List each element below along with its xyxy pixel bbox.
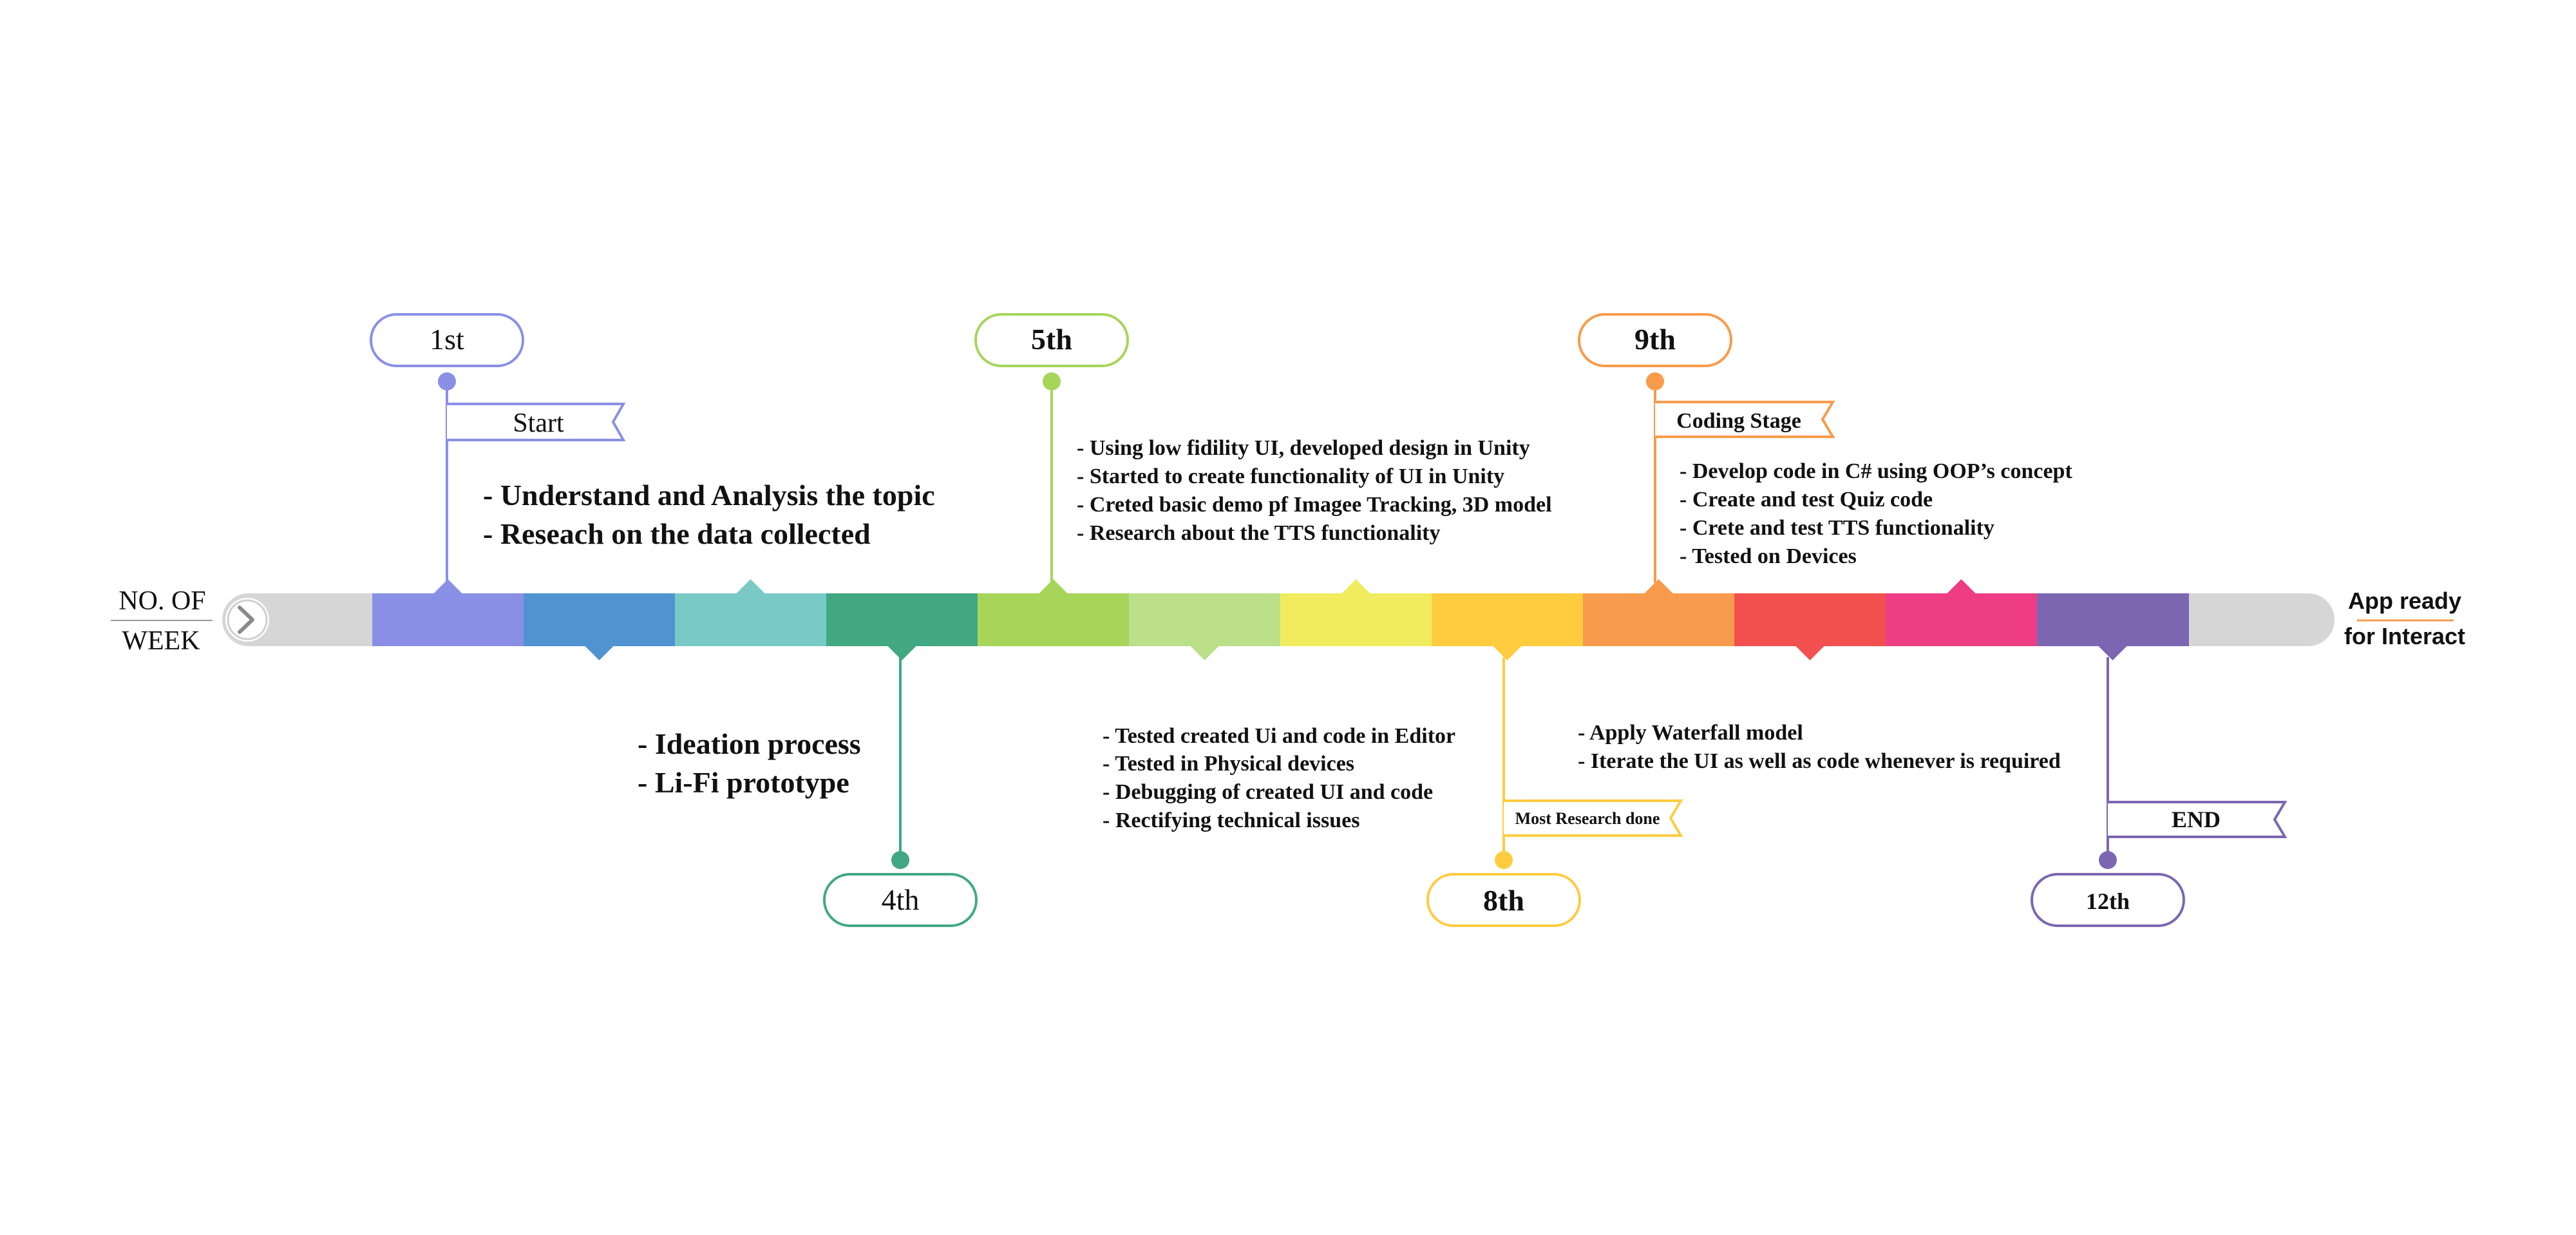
- note-line: - Ideation process: [638, 727, 861, 760]
- note-line: - Create and test Quiz code: [1680, 488, 1933, 512]
- segment-tick: [2098, 646, 2127, 660]
- week12-label: 12th: [2086, 888, 2130, 914]
- week9-flag-text: Coding Stage: [1676, 409, 1801, 433]
- right-label-line1: App ready: [2348, 588, 2461, 614]
- week8-label: 8th: [1483, 884, 1524, 917]
- week-segment: [1886, 593, 2038, 646]
- segment-tick: [1341, 579, 1370, 593]
- week-segment: [1583, 593, 1735, 646]
- segment-tick: [736, 579, 765, 593]
- note-line: - Crete and test TTS functionality: [1680, 516, 1994, 540]
- week-segment: [1280, 593, 1432, 646]
- week-segment: [1734, 593, 1886, 646]
- note-line: - Started to create functionality of UI …: [1077, 464, 1504, 488]
- notes-week4: - Ideation process - Li-Fi prototype: [638, 727, 861, 799]
- week4-dot: [891, 851, 909, 869]
- left-label-line1: NO. OF: [118, 586, 205, 616]
- segment-tick: [1947, 579, 1976, 593]
- week-segment: [1129, 593, 1281, 646]
- right-label-line2: for Interact: [2344, 623, 2465, 649]
- week9-dot: [1646, 372, 1664, 390]
- segment-tick: [433, 579, 462, 593]
- week5-dot: [1043, 372, 1061, 390]
- week5-pill: [974, 313, 1129, 367]
- notes-week1: - Understand and Analysis the topic - Re…: [483, 479, 935, 550]
- marker-week1: 1st Start: [370, 313, 626, 583]
- segment-tick: [1039, 579, 1068, 593]
- week8-dot: [1495, 851, 1513, 869]
- note-line: - Develop code in C# using OOP’s concept: [1680, 459, 2072, 483]
- week-segments: [372, 593, 2189, 646]
- marker-week12: 12th END: [2031, 657, 2287, 927]
- week1-flag-text: Start: [513, 408, 564, 438]
- week-segment: [524, 593, 676, 646]
- week8-pill: [1426, 873, 1581, 927]
- week-segment: [1432, 593, 1584, 646]
- week-segment: [372, 593, 524, 646]
- notes-week9: - Develop code in C# using OOP’s concept…: [1680, 459, 2072, 568]
- week9-pill: [1578, 313, 1732, 367]
- week12-pill: [2031, 873, 2185, 927]
- week12-flag: [2108, 801, 2287, 838]
- segment-tick: [1190, 646, 1219, 660]
- segment-tick: [887, 646, 916, 660]
- notes-week5: - Using low fidility UI, developed desig…: [1077, 436, 1552, 545]
- note-line: - Using low fidility UI, developed desig…: [1077, 436, 1530, 460]
- week-segment: [826, 593, 978, 646]
- week1-pill: [370, 313, 524, 367]
- week12-flag-text: END: [2172, 807, 2221, 832]
- week5-label: 5th: [1031, 323, 1072, 356]
- week1-flag: [447, 403, 626, 441]
- segment-tick: [1493, 646, 1522, 660]
- notes-week8: - Apply Waterfall model - Iterate the UI…: [1578, 721, 2061, 773]
- start-chevron-icon: [225, 598, 269, 642]
- note-line: - Iterate the UI as well as code wheneve…: [1578, 749, 2061, 773]
- segment-tick: [1644, 579, 1673, 593]
- marker-week9: 9th Coding Stage: [1578, 313, 1835, 583]
- note-line: - Apply Waterfall model: [1578, 721, 1803, 745]
- note-line: - Reseach on the data collected: [483, 517, 871, 550]
- week12-dot: [2099, 851, 2117, 869]
- note-line: - Understand and Analysis the topic: [483, 479, 935, 512]
- week1-dot: [438, 372, 456, 390]
- marker-week4: 4th: [823, 657, 978, 927]
- note-line: - Tested in Physical devices: [1103, 752, 1354, 776]
- note-line: - Creted basic demo pf Imagee Tracking, …: [1077, 493, 1552, 517]
- segment-tick-marks: [433, 579, 2127, 660]
- week4-pill: [823, 873, 978, 927]
- week-segment: [2037, 593, 2189, 646]
- segment-tick: [1795, 646, 1824, 660]
- note-line: - Li-Fi prototype: [638, 766, 849, 799]
- week-segment: [978, 593, 1130, 646]
- note-line: - Tested on Devices: [1680, 544, 1857, 568]
- note-line: - Tested created Ui and code in Editor: [1103, 724, 1455, 748]
- note-line: - Rectifying technical issues: [1103, 809, 1359, 832]
- segment-tick: [585, 646, 614, 660]
- week9-label: 9th: [1634, 323, 1676, 356]
- note-line: - Research about the TTS functionality: [1077, 521, 1441, 545]
- week-segment: [675, 593, 827, 646]
- marker-week8: 8th Most Research done: [1426, 657, 1683, 927]
- week1-label: 1st: [430, 323, 464, 356]
- week4-label: 4th: [882, 883, 920, 916]
- week8-flag-text: Most Research done: [1515, 809, 1660, 828]
- note-line: - Debugging of created UI and code: [1103, 780, 1433, 804]
- marker-week5: 5th: [974, 313, 1129, 583]
- notes-week7: - Tested created Ui and code in Editor -…: [1103, 724, 1455, 832]
- week9-flag: [1655, 401, 1835, 438]
- left-label-line2: WEEK: [122, 626, 200, 656]
- week8-flag: [1504, 799, 1683, 837]
